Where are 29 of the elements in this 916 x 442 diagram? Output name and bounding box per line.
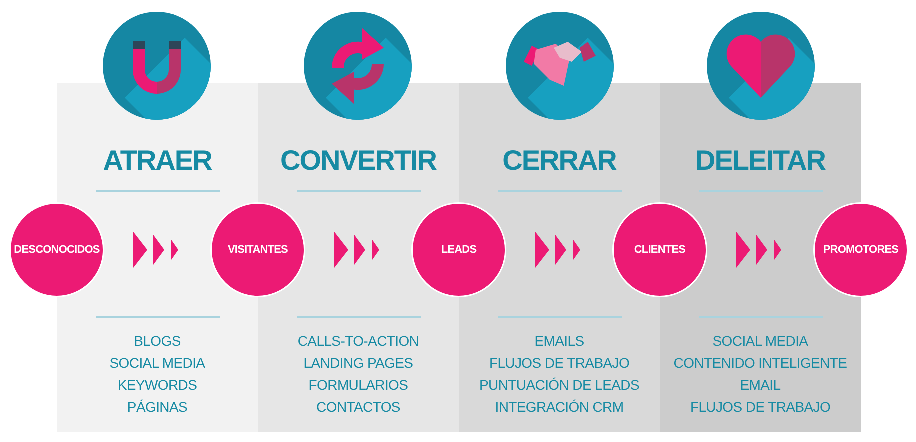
stage-label: PROMOTORES <box>823 244 899 256</box>
tool-item: CALLS-TO-ACTION <box>296 333 420 349</box>
tool-item: INTEGRACIÓN CRM <box>494 399 625 415</box>
stage-label: LEADS <box>441 244 477 256</box>
stage-label: VISITANTES <box>228 244 288 256</box>
tool-item: FLUJOS DE TRABAJO <box>689 399 832 415</box>
tool-item: BLOGS <box>133 333 182 349</box>
stage-label: DESCONOCIDOS <box>14 244 100 256</box>
tool-item: LANDING PAGES <box>302 355 414 371</box>
chevron-arrow <box>536 232 580 268</box>
tool-item: EMAIL <box>739 377 782 393</box>
stage-heading: ATRAER <box>102 145 214 177</box>
tool-item: PUNTUACIÓN DE LEADS <box>478 377 640 393</box>
chevron-arrow <box>736 232 782 268</box>
tool-item: CONTACTOS <box>316 399 402 415</box>
chevron-arrow <box>334 232 380 268</box>
stage-heading: CERRAR <box>502 145 618 177</box>
tool-item: KEYWORDS <box>116 377 198 393</box>
stage-heading: CONVERTIR <box>280 145 438 177</box>
chevron-arrow <box>134 232 178 268</box>
stage-label: CLIENTES <box>634 244 686 256</box>
tool-item: SOCIAL MEDIA <box>712 333 810 349</box>
tool-item: FLUJOS DE TRABAJO <box>488 355 631 371</box>
tool-item: PÁGINAS <box>126 399 189 415</box>
tool-item: SOCIAL MEDIA <box>108 355 206 371</box>
tool-item: EMAILS <box>534 333 586 349</box>
stage-heading: DELEITAR <box>694 145 827 177</box>
tool-item: FORMULARIOS <box>308 377 410 393</box>
tool-item: CONTENIDO INTELIGENTE <box>672 355 848 371</box>
